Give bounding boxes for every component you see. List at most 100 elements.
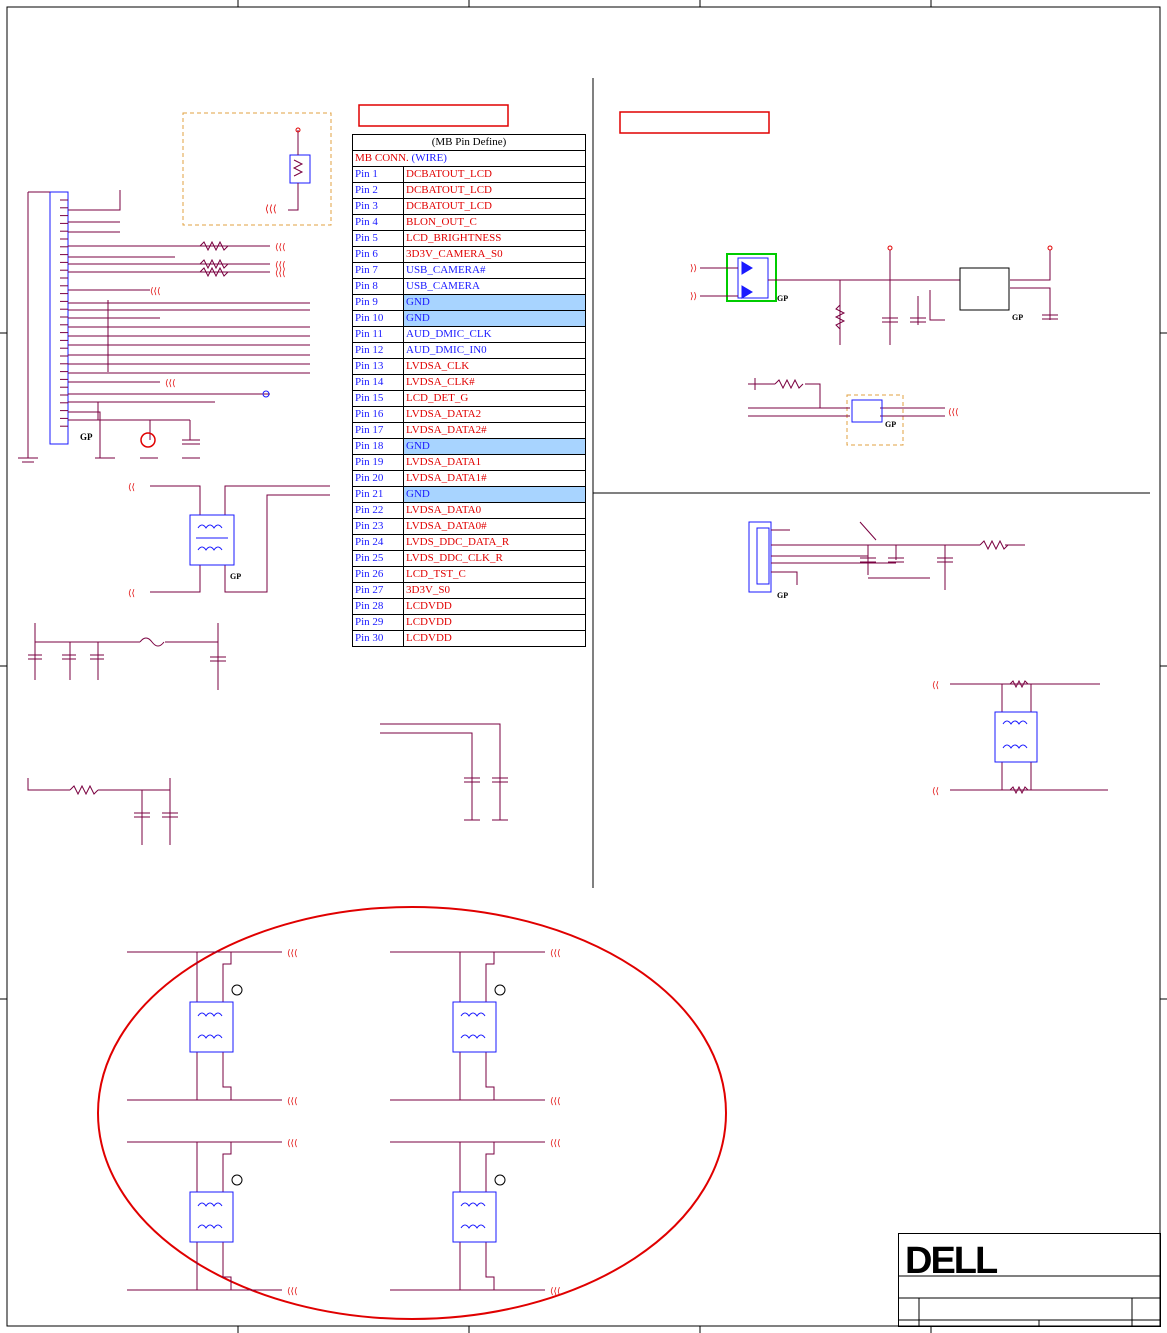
caps-mid (380, 723, 508, 821)
pin-signal: LVDS_DDC_DATA_R (403, 534, 586, 551)
choke-3 (127, 1141, 282, 1291)
pin-signal: USB_CAMERA# (403, 262, 586, 279)
choke-1 (127, 951, 282, 1101)
conn-type: (WIRE) (411, 152, 447, 164)
pin-signal: LVDSA_DATA1# (403, 470, 586, 487)
diode-highlight (726, 253, 777, 302)
title-box-left (358, 104, 509, 127)
svg-text:GP: GP (777, 294, 788, 303)
net-arrow: ⟨⟨⟨ (550, 1096, 561, 1106)
pin-signal: LCD_DET_G (403, 390, 586, 407)
title-block (898, 1233, 1161, 1327)
svg-text:⟨⟨: ⟨⟨ (932, 786, 939, 796)
pin-number: Pin 15 (352, 390, 404, 407)
pin-number: Pin 4 (352, 214, 404, 231)
ground-symbols-left (95, 439, 200, 459)
pin-number: Pin 9 (352, 294, 404, 311)
table-conn-header: MB CONN. (WIRE) (352, 150, 586, 167)
svg-text:GP: GP (885, 420, 896, 429)
pin-number: Pin 29 (352, 614, 404, 631)
pin-number: Pin 30 (352, 630, 404, 647)
ellipse-chokes: ⟨⟨⟨⟨⟨⟨⟨⟨⟨⟨⟨⟨⟨⟨⟨⟨⟨⟨⟨⟨⟨⟨⟨⟨ (127, 948, 561, 1296)
svg-text:⟨⟨⟨: ⟨⟨⟨ (150, 286, 161, 296)
dashed-box-camera (182, 112, 332, 226)
pin-number: Pin 28 (352, 598, 404, 615)
pin-number: Pin 3 (352, 198, 404, 215)
pin-number: Pin 16 (352, 406, 404, 423)
pin-number: Pin 12 (352, 342, 404, 359)
dell-logo: DELL (905, 1240, 998, 1282)
svg-text:⟨⟨: ⟨⟨ (128, 588, 135, 598)
pin-number: Pin 20 (352, 470, 404, 487)
small-connector (748, 521, 772, 593)
pin-signal: LCDVDD (403, 598, 586, 615)
pin-signal: LVDSA_DATA2# (403, 422, 586, 439)
gp-label-connector: GP (80, 432, 93, 442)
svg-text:⟨⟨⟨: ⟨⟨⟨ (948, 407, 959, 417)
net-arrow: ⟨⟨⟨ (287, 1096, 298, 1106)
pin-signal: DCBATOUT_LCD (403, 182, 586, 199)
table-title: (MB Pin Define) (352, 134, 586, 151)
pin-signal: 3D3V_CAMERA_S0 (403, 246, 586, 263)
pin-number: Pin 10 (352, 310, 404, 327)
pin-number: Pin 19 (352, 454, 404, 471)
pin-signal: DCBATOUT_LCD (403, 166, 586, 183)
pin-number: Pin 11 (352, 326, 404, 343)
small-connector-wires (771, 521, 1025, 590)
connector-wires (68, 190, 310, 458)
pin-number: Pin 17 (352, 422, 404, 439)
pin-signal: LVDSA_DATA0 (403, 502, 586, 519)
net-arrow: ⟨⟨⟨ (287, 1286, 298, 1296)
pin-number: Pin 27 (352, 582, 404, 599)
pin-number: Pin 1 (352, 166, 404, 183)
net-arrow: ⟨⟨⟨ (287, 1138, 298, 1148)
pin-signal: LCD_TST_C (403, 566, 586, 583)
pin-number: Pin 25 (352, 550, 404, 567)
pin-signal: GND (403, 294, 586, 311)
pin-signal: GND (403, 438, 586, 455)
pin-number: Pin 5 (352, 230, 404, 247)
pin-signal: LCD_BRIGHTNESS (403, 230, 586, 247)
pin-number: Pin 2 (352, 182, 404, 199)
pin-signal: LCDVDD (403, 614, 586, 631)
pin-signal: GND (403, 486, 586, 503)
pin-number: Pin 23 (352, 518, 404, 535)
pin-signal: LVDSA_DATA0# (403, 518, 586, 535)
net-arrow: ⟨⟨⟨ (550, 1286, 561, 1296)
choke-2 (390, 951, 545, 1101)
pin-number: Pin 18 (352, 438, 404, 455)
emi-filter (748, 378, 945, 423)
pin-number: Pin 14 (352, 374, 404, 391)
power-filter (28, 623, 226, 690)
svg-text:⟨⟨⟨: ⟨⟨⟨ (275, 242, 286, 252)
main-connector (18, 191, 69, 463)
svg-text:⟨⟨⟨: ⟨⟨⟨ (265, 204, 277, 215)
pin-signal: GND (403, 310, 586, 327)
resistor-r1 (199, 240, 229, 278)
highlight-ellipse (97, 906, 727, 1320)
pin-signal: BLON_OUT_C (403, 214, 586, 231)
dashed-box-filter (846, 394, 904, 446)
choke-left-1 (150, 485, 330, 593)
